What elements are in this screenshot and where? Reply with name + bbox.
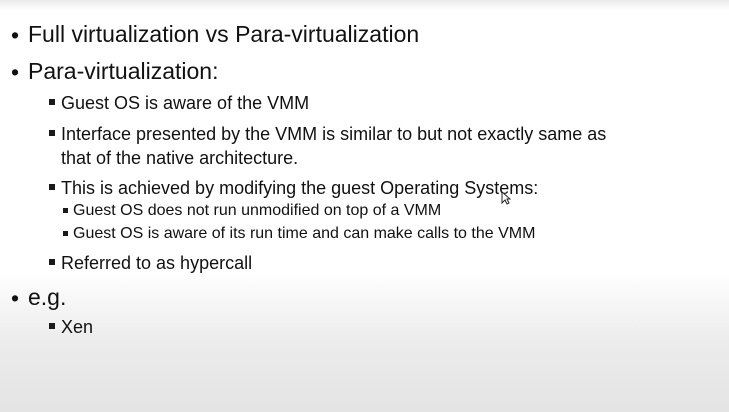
square-bullet [49,323,55,329]
bullet-dot: • [11,285,20,311]
sub-bullet-modifying-guest: This is achieved by modifying the guest … [61,178,539,198]
bullet-dot: • [11,59,20,85]
sub-sub-bullet-unmodified: Guest OS does not run unmodified on top … [73,202,442,219]
mouse-cursor-icon [501,191,511,205]
sub-sub-bullet-run-time: Guest OS is aware of its run time and ca… [73,225,536,242]
sub-bullet-hypercall: Referred to as hypercall [61,253,253,273]
bullet-dot: • [11,22,20,48]
top-edge-shadow [0,0,729,10]
square-bullet-small [63,208,68,213]
bullet-full-vs-para: Full virtualization vs Para-virtualizati… [28,21,420,47]
square-bullet-small [63,231,68,236]
square-bullet [49,99,55,105]
square-bullet [49,259,55,265]
bullet-para-virtualization: Para-virtualization: [28,58,219,84]
sub-bullet-xen: Xen [61,317,94,337]
square-bullet [49,130,55,136]
sub-bullet-interface-line1: Interface presented by the VMM is simila… [61,124,607,144]
square-bullet [49,184,55,190]
sub-bullet-guest-aware: Guest OS is aware of the VMM [61,93,310,113]
bullet-eg: e.g. [28,284,67,310]
sub-bullet-interface-line2: that of the native architecture. [61,148,299,168]
